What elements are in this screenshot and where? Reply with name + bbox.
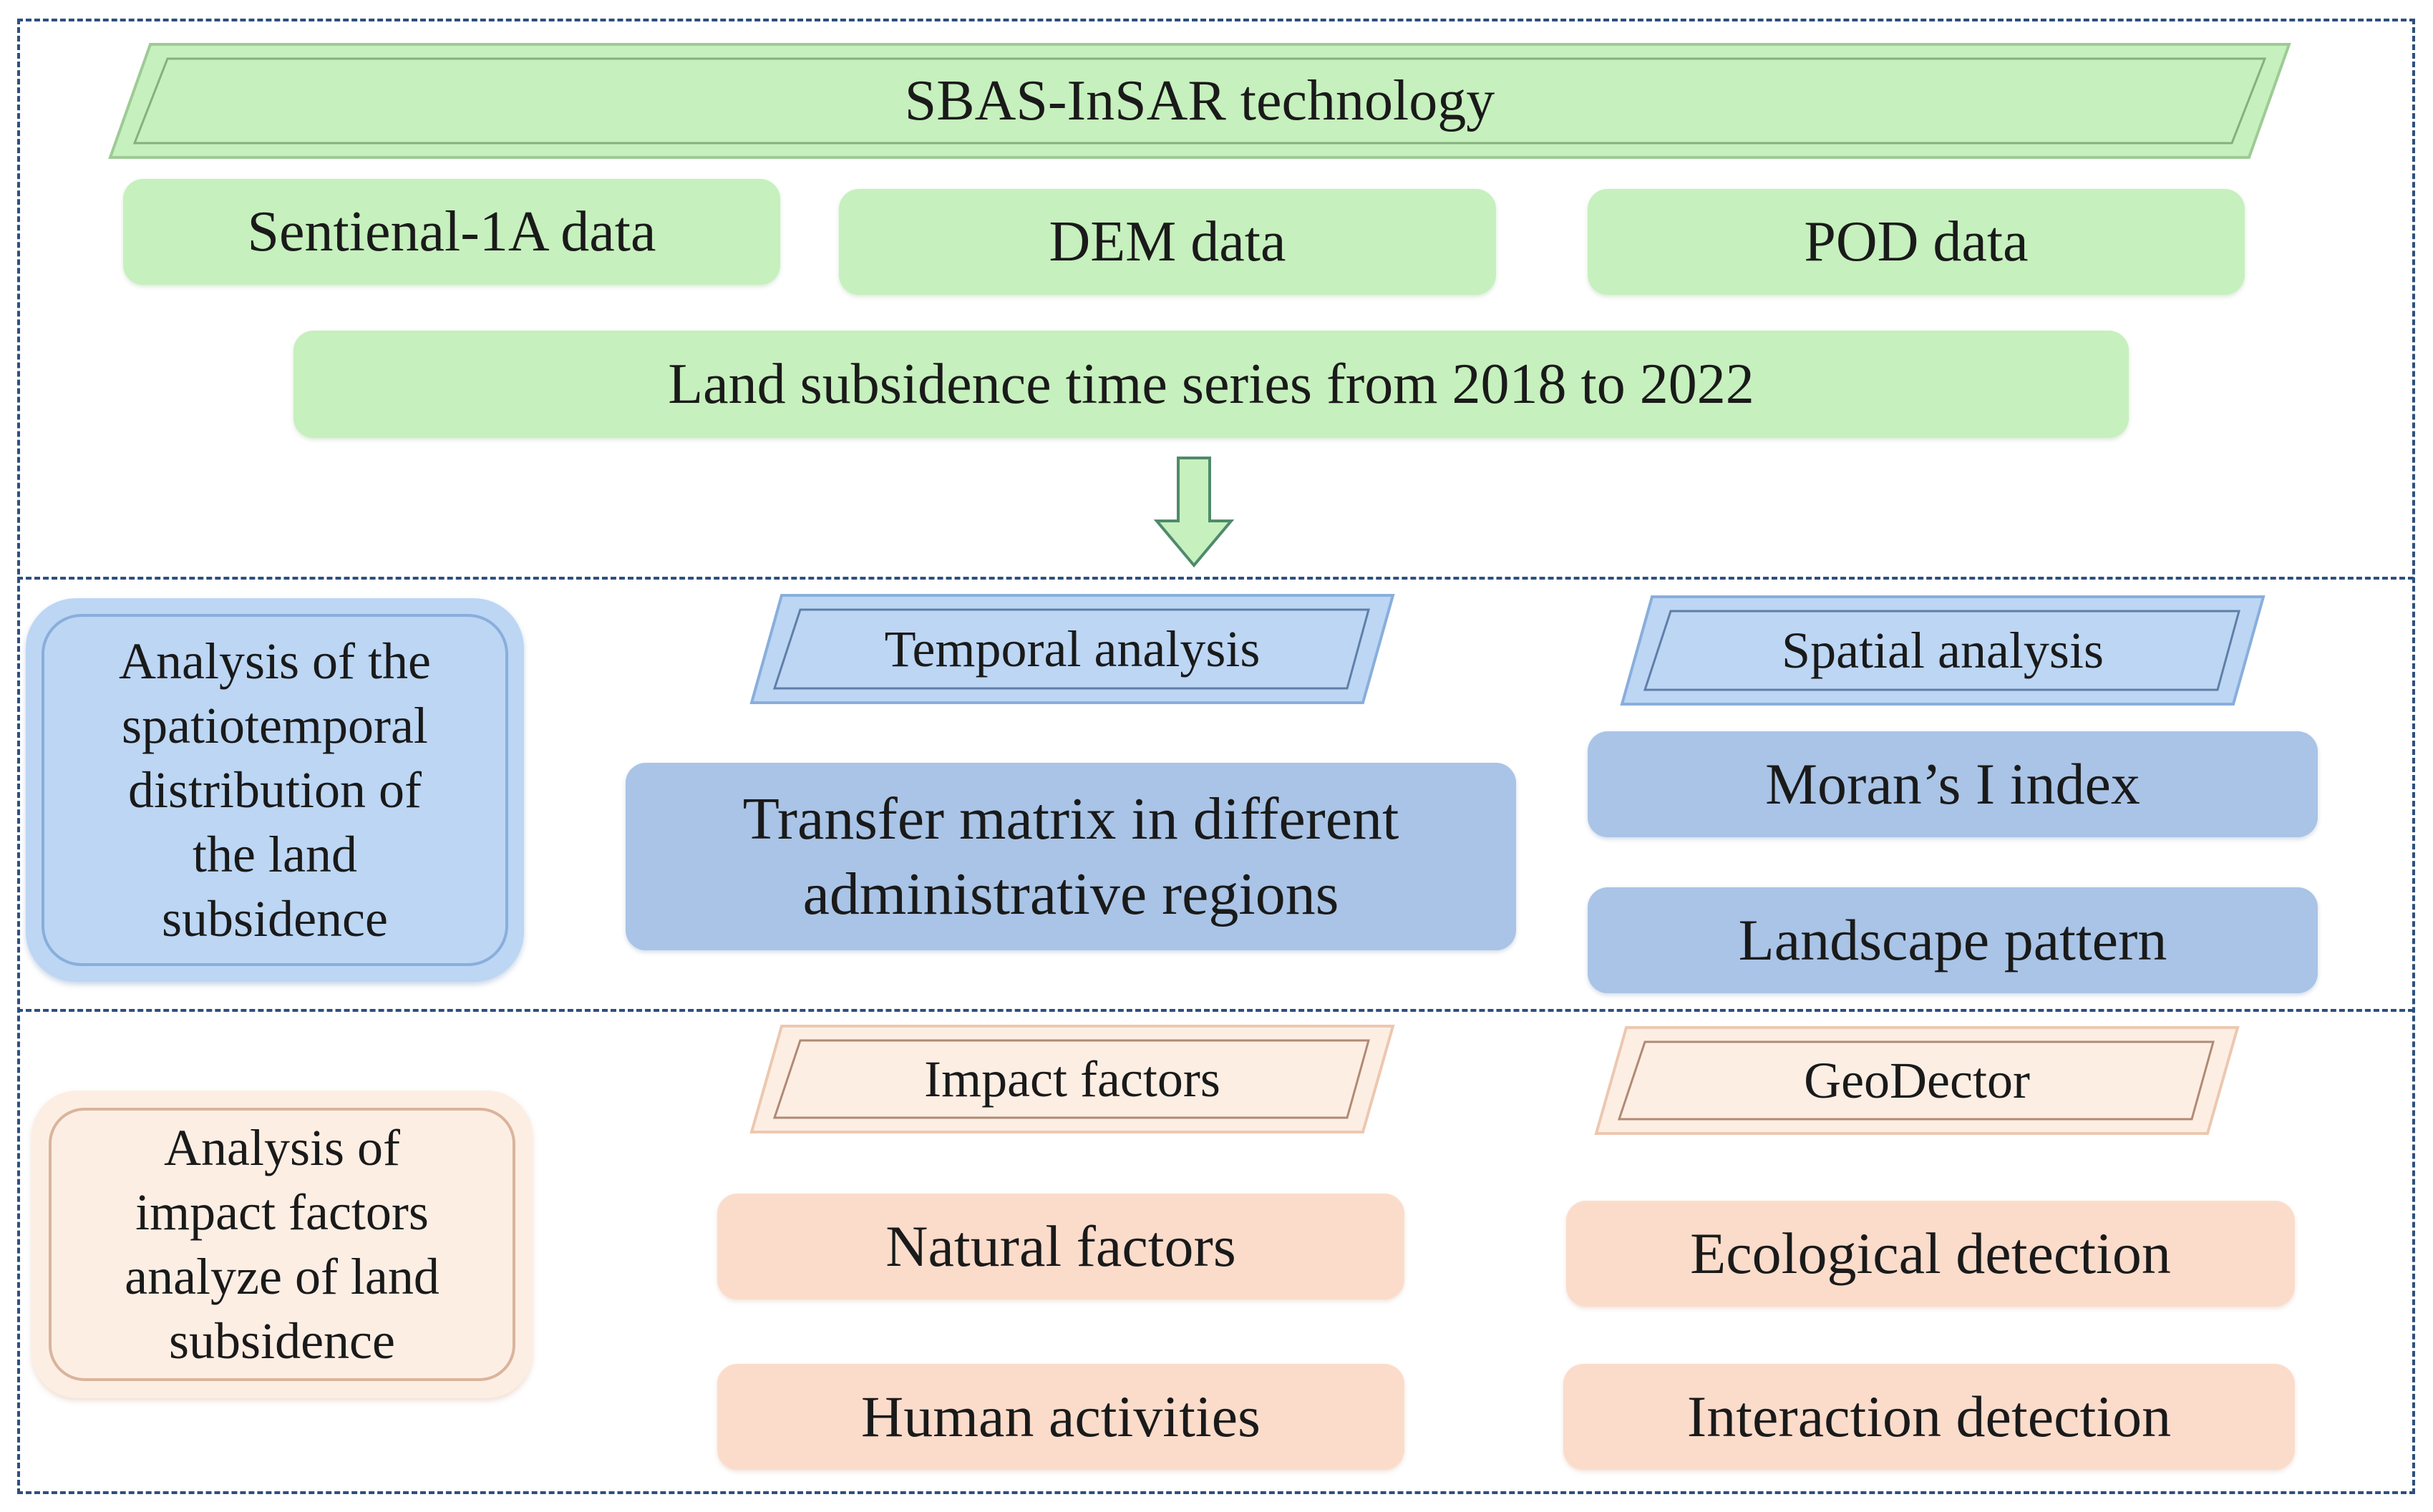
sbas-insar-banner: SBAS-InSAR technology (107, 42, 2292, 160)
morans-i-box: Moran’s I index (1588, 731, 2318, 837)
ecological-detection-box: Ecological detection (1566, 1201, 2295, 1307)
impact-factors-header: Impact factors (749, 1023, 1396, 1135)
outer-frame (17, 19, 2415, 1494)
geodector-header: GeoDector (1593, 1025, 2240, 1136)
spatial-analysis-header: Spatial analysis (1619, 594, 2266, 707)
temporal-analysis-header: Temporal analysis (749, 592, 1396, 706)
landscape-pattern-box: Landscape pattern (1588, 887, 2318, 993)
data-box-pod: POD data (1588, 189, 2245, 295)
interaction-detection-box: Interaction detection (1563, 1364, 2295, 1470)
spatiotemporal-side-label: Analysis of the spatiotemporal distribut… (26, 598, 524, 982)
impact-factors-side-label: Analysis of impact factors analyze of la… (31, 1091, 533, 1398)
natural-factors-box: Natural factors (717, 1194, 1404, 1299)
data-box-sentinel: Sentienal-1A data (123, 179, 780, 285)
transfer-matrix-box: Transfer matrix in different administrat… (626, 763, 1516, 950)
time-series-box: Land subsidence time series from 2018 to… (293, 331, 2129, 438)
section-divider-2 (17, 1009, 2414, 1012)
data-box-dem: DEM data (839, 189, 1496, 295)
section-divider-1 (17, 577, 2414, 580)
human-activities-box: Human activities (717, 1364, 1404, 1470)
down-arrow-icon (1154, 457, 1234, 568)
sbas-insar-title: SBAS-InSAR technology (904, 69, 1495, 132)
